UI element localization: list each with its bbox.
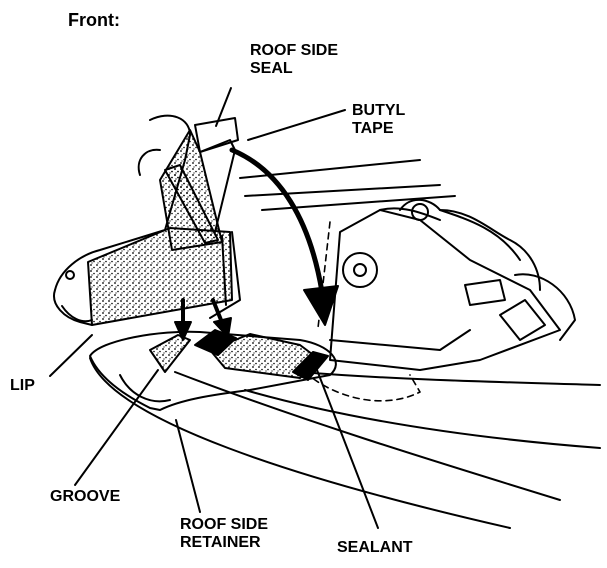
garnish-inner: [137, 148, 161, 176]
label-roof-side-seal-line2: SEAL: [250, 60, 293, 78]
leader-groove: [74, 369, 159, 486]
roof-rail-upper: [299, 371, 601, 386]
label-roof-side-retainer-line2: RETAINER: [180, 534, 261, 552]
butyl-tape-strip: [164, 164, 219, 244]
roof-rail-middle: [244, 389, 601, 449]
garnish-clip: [65, 270, 75, 280]
roof-side-seal-tab: [194, 117, 239, 153]
roof-side-seal-edge: [199, 139, 236, 233]
install-arrow-shaft: [229, 147, 325, 295]
seal-strip-lip: [194, 329, 237, 356]
roof-rail-edge: [89, 357, 511, 529]
leader-sealant: [316, 369, 379, 529]
bracket-bolt-outer: [342, 252, 378, 288]
label-roof-side-retainer-line1: ROOF SIDE: [180, 516, 269, 533]
down-arrow-right-head: [213, 317, 232, 338]
body-line-2: [244, 184, 441, 197]
hinge-pin: [411, 203, 429, 221]
label-lip: LIP: [10, 377, 35, 394]
front-heading: Front:: [68, 10, 120, 30]
garnish-outline: [53, 114, 191, 326]
groove-channel: [149, 334, 191, 373]
roof-rail-lower: [174, 371, 561, 501]
label-butyl-tape-line1: BUTYL: [352, 102, 406, 119]
label-roof-side-retainer: ROOF SIDE RETAINER: [180, 516, 268, 553]
leader-butyl-tape: [247, 109, 346, 141]
hidden-edge-lower: [304, 371, 421, 402]
body-bracket: [329, 209, 561, 371]
hinge-detail: [399, 198, 541, 291]
label-butyl-tape-line2: TAPE: [352, 120, 394, 138]
pillar-edge-2: [221, 235, 227, 306]
pillar-edge-1: [209, 231, 241, 319]
leader-roof-side-seal: [215, 87, 232, 127]
retainer-flange: [119, 374, 171, 403]
install-arrow-head: [303, 285, 339, 326]
hinge-arm: [439, 209, 521, 261]
hinge-link: [514, 273, 576, 341]
leader-roof-side-retainer: [175, 419, 201, 513]
label-roof-side-seal: ROOF SIDE SEAL: [250, 42, 338, 79]
label-butyl-tape: BUTYL TAPE: [352, 102, 405, 139]
sealant-bead: [292, 351, 329, 381]
garnish-hook: [61, 305, 93, 323]
leader-lip: [49, 334, 93, 377]
label-sealant: SEALANT: [337, 539, 413, 556]
bracket-window-2: [464, 279, 506, 306]
bracket-bolt-inner: [353, 263, 367, 277]
bracket-lower-step: [329, 329, 471, 351]
roof-side-retainer-body: [89, 330, 337, 411]
bracket-top-edge: [379, 207, 441, 221]
down-arrow-left-head: [174, 321, 192, 341]
label-roof-side-seal-line1: ROOF SIDE: [250, 42, 339, 59]
bracket-window-1: [499, 299, 546, 341]
label-groove: GROOVE: [50, 488, 121, 505]
